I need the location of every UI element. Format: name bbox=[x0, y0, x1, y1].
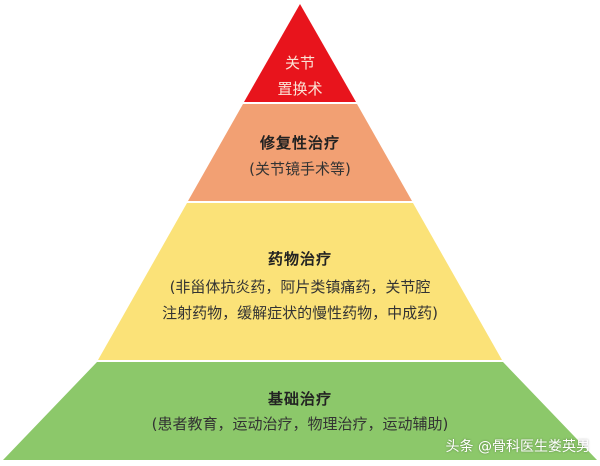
level-drug-desc-2: 注射药物，缓解症状的慢性药物，中成药) bbox=[162, 304, 438, 322]
watermark: 头条 @骨科医生娄英男 bbox=[445, 439, 590, 455]
level-drug-title: 药物治疗 bbox=[267, 250, 332, 268]
level-basic-title: 基础治疗 bbox=[267, 390, 332, 408]
level-repair-desc: (关节镜手术等) bbox=[249, 160, 351, 178]
level-top-title-2: 置换术 bbox=[277, 80, 323, 98]
level-top-shape bbox=[244, 4, 356, 102]
level-top-title-1: 关节 bbox=[284, 54, 315, 72]
level-repair-title: 修复性治疗 bbox=[259, 134, 340, 152]
level-basic-shape bbox=[3, 362, 597, 460]
level-basic-desc: (患者教育，运动治疗，物理治疗，运动辅助) bbox=[151, 415, 449, 433]
level-drug-desc-1: (非甾体抗炎药，阿片类镇痛药，关节腔 bbox=[169, 278, 431, 296]
level-repair-shape bbox=[188, 104, 412, 201]
level-drug-shape bbox=[98, 203, 502, 360]
